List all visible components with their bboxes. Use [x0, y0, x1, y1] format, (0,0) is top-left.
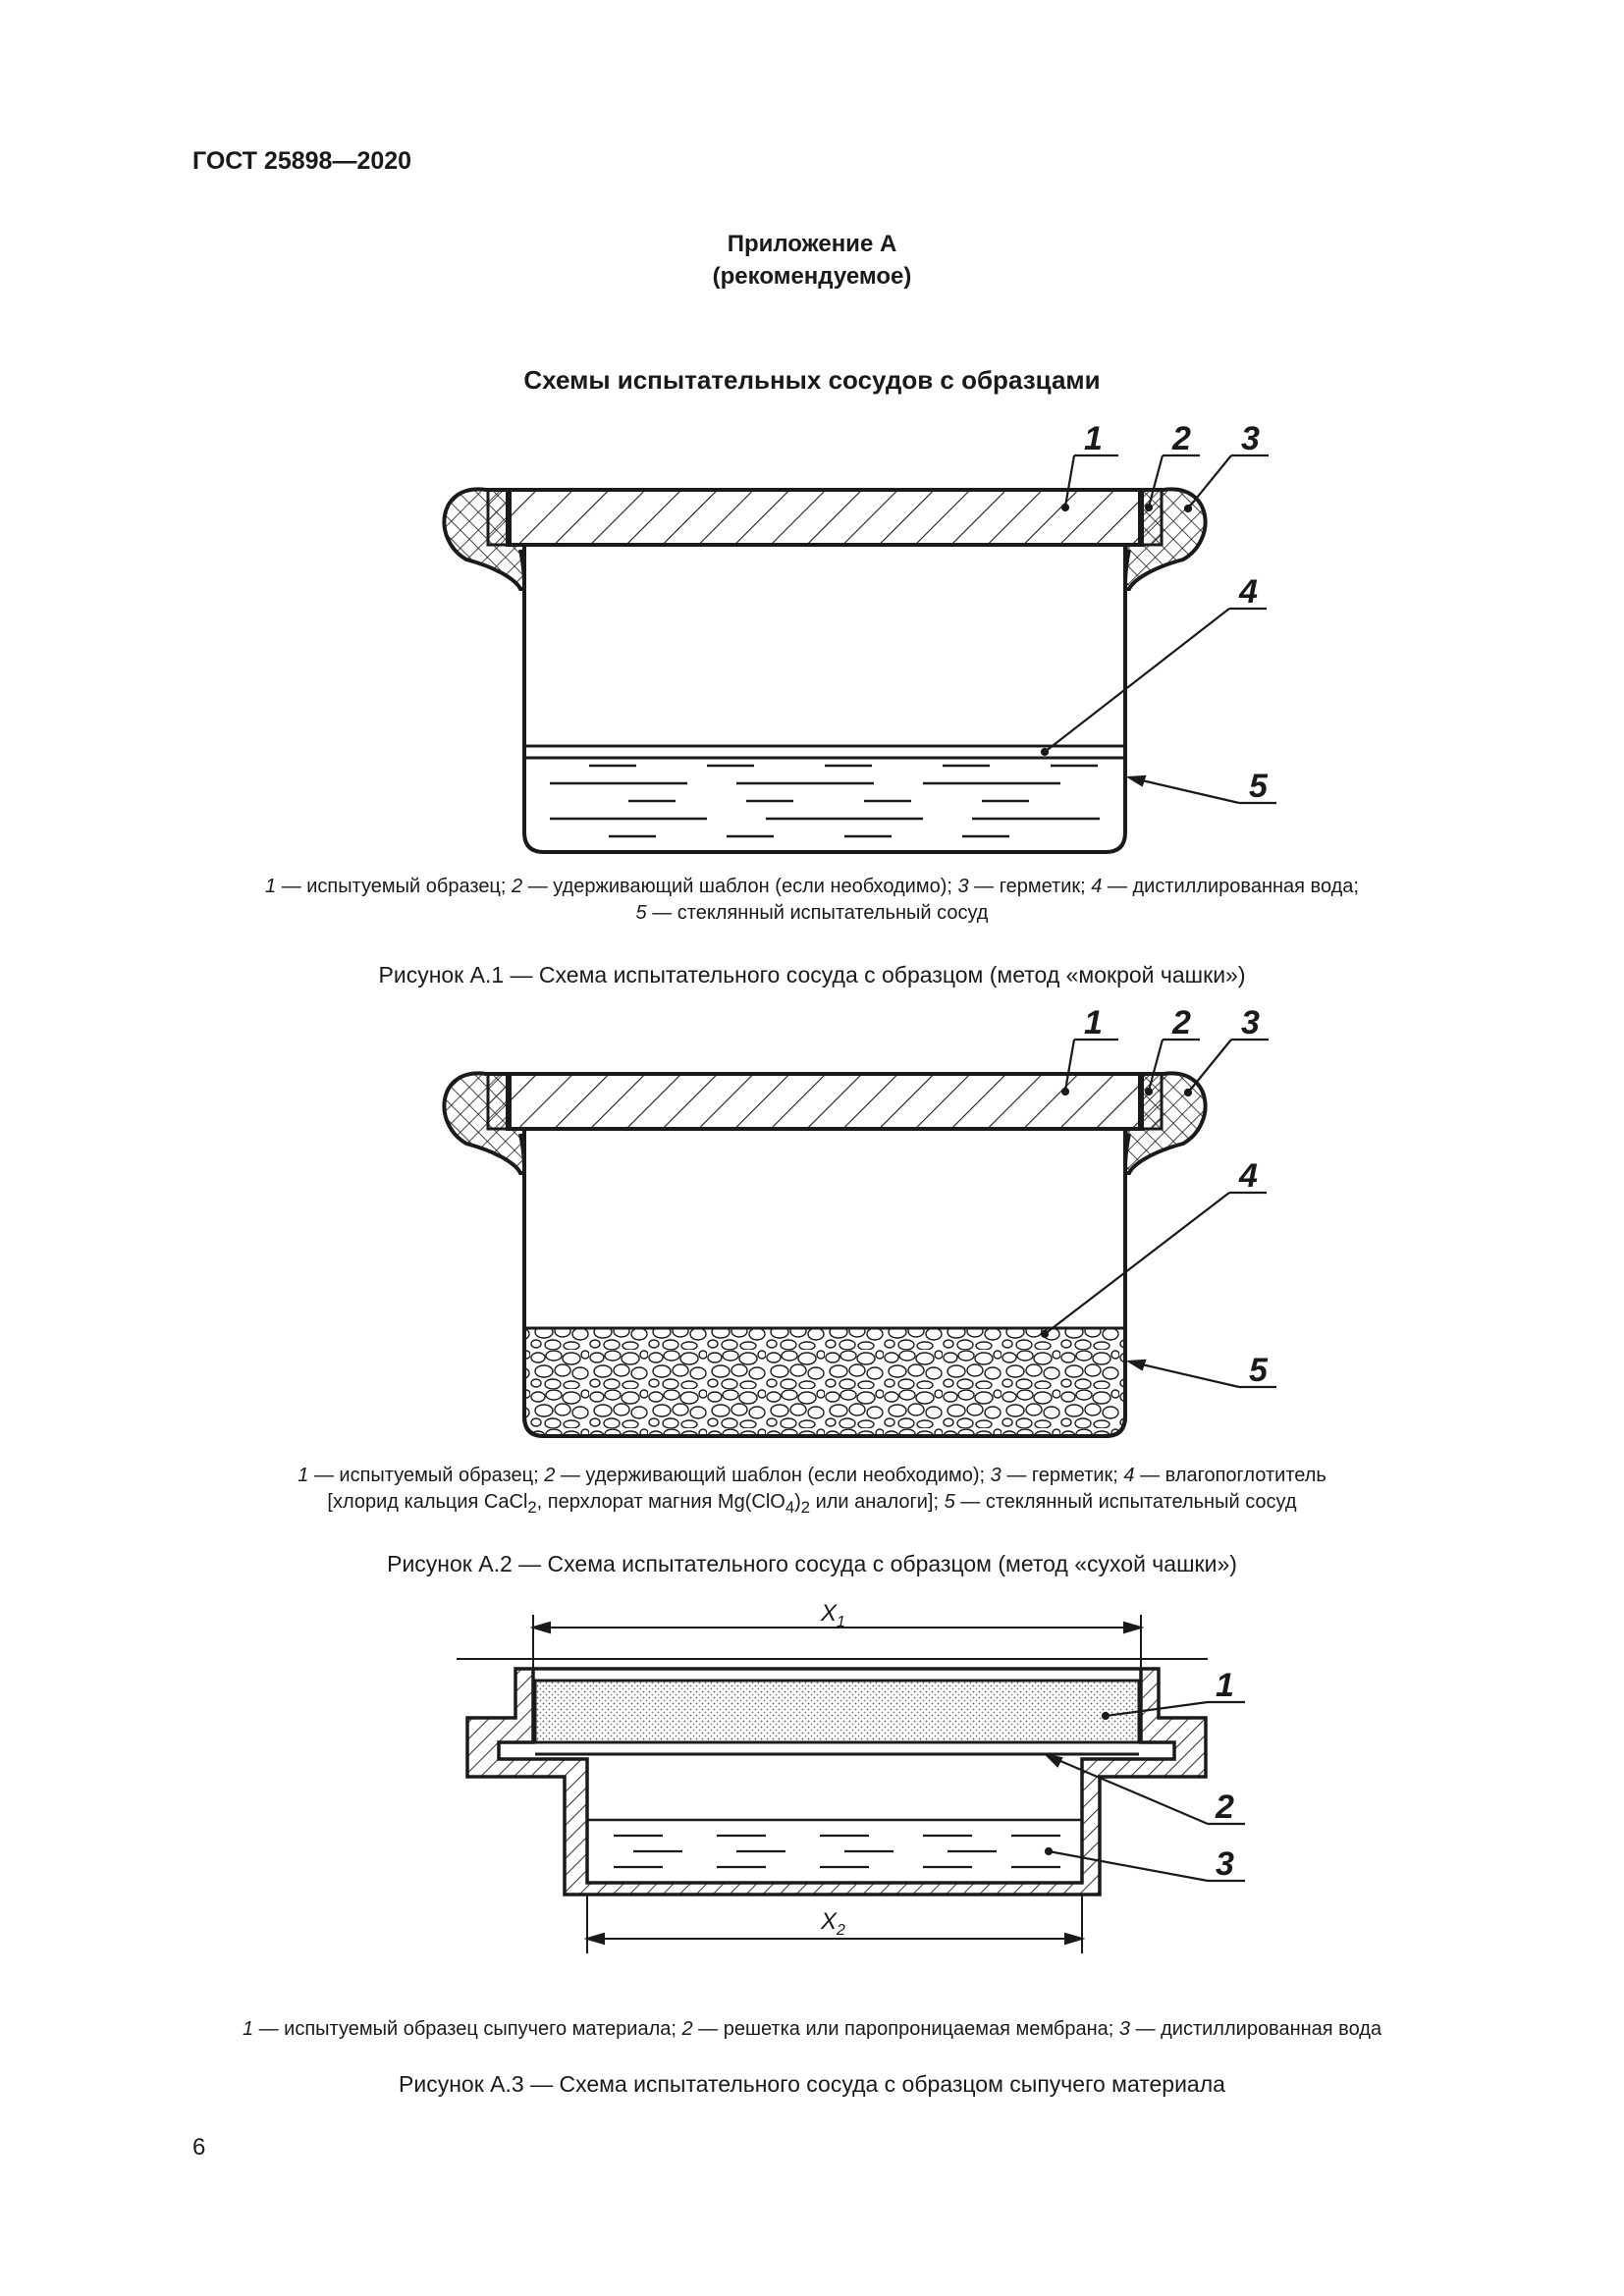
specimen-plate: [508, 488, 1142, 547]
callout-4: 4: [1238, 573, 1258, 611]
legend-line-2: [хлорид кальция CaCl2, перхлорат магния …: [327, 1491, 1297, 1517]
section-title: Схемы испытательных сосудов с образцами: [523, 365, 1101, 395]
legend-line-1: 1 — испытуемый образец сыпучего материал…: [242, 2018, 1382, 2040]
figure-a2-legend: 1 — испытуемый образец; 2 — удерживающий…: [0, 1463, 1624, 1521]
callout-1: 1: [1216, 1667, 1234, 1704]
template-left: [486, 488, 512, 547]
vessel-body: [518, 549, 1131, 854]
leader-lines: [1043, 1700, 1245, 1883]
callout-3: 3: [1241, 420, 1260, 457]
leader-lines: [1040, 1038, 1276, 1389]
callout-3: 3: [1241, 1004, 1260, 1041]
callout-1: 1: [1084, 1004, 1103, 1041]
granular-specimen: [533, 1679, 1141, 1744]
distilled-water: [587, 1818, 1082, 1869]
page-number: 6: [192, 2134, 206, 2161]
specimen-plate: [508, 1072, 1142, 1131]
figure-a3-diagram: X1 X2 1 2 3: [457, 1600, 1245, 1953]
callout-3: 3: [1216, 1845, 1234, 1883]
annex-status: (рекомендуемое): [712, 263, 912, 290]
callout-4: 4: [1238, 1157, 1258, 1195]
callout-2: 2: [1215, 1789, 1234, 1826]
distilled-water: [524, 744, 1125, 838]
annex-title: Приложение А: [727, 231, 897, 257]
dimension-x2-label: X2: [820, 1908, 845, 1939]
dimension-x1-label: X1: [820, 1600, 845, 1630]
figure-a1-legend: 1 — испытуемый образец; 2 — удерживающий…: [0, 874, 1624, 927]
callout-1: 1: [1084, 420, 1103, 457]
figure-a1-diagram: 1 2 3 4 5: [442, 420, 1276, 854]
annex-heading: Приложение А (рекомендуемое): [0, 228, 1624, 293]
holder-frame: [465, 1667, 1208, 1896]
callout-2: 2: [1171, 1004, 1191, 1041]
callout-5: 5: [1249, 1352, 1269, 1389]
legend-line-2: 5 — стеклянный испытательный сосуд: [635, 902, 989, 924]
legend-line-1: 1 — испытуемый образец; 2 — удерживающий…: [298, 1465, 1326, 1486]
callout-2: 2: [1171, 420, 1191, 457]
figure-a2-caption: Рисунок А.2 — Схема испытательного сосуд…: [387, 1551, 1237, 1576]
figure-a2-diagram: 1 2 3 4 5: [442, 1004, 1276, 1438]
leader-lines: [1040, 454, 1276, 805]
desiccant: [522, 1326, 1127, 1438]
figure-a3-legend: 1 — испытуемый образец сыпучего материал…: [0, 2016, 1624, 2043]
figure-a3-caption: Рисунок А.3 — Схема испытательного сосуд…: [399, 2071, 1225, 2097]
callout-5: 5: [1249, 768, 1269, 805]
legend-line-1: 1 — испытуемый образец; 2 — удерживающий…: [265, 876, 1359, 897]
dimension-x2: [583, 1895, 1086, 1953]
template-left: [486, 1072, 512, 1131]
figure-a1-caption: Рисунок А.1 — Схема испытательного сосуд…: [378, 962, 1246, 988]
document-header: ГОСТ 25898—2020: [192, 147, 412, 175]
